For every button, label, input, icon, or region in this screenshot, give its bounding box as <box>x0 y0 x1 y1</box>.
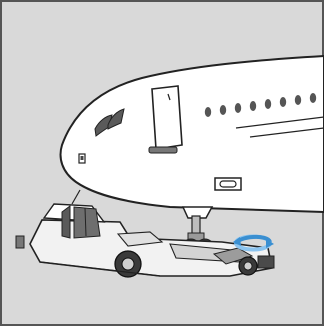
tug-cab-window-front <box>62 206 70 238</box>
door-sill <box>149 147 177 153</box>
tug-headlight <box>16 236 24 248</box>
tug-rear-bumper <box>258 256 274 268</box>
tug-cab-window-side <box>74 207 100 238</box>
